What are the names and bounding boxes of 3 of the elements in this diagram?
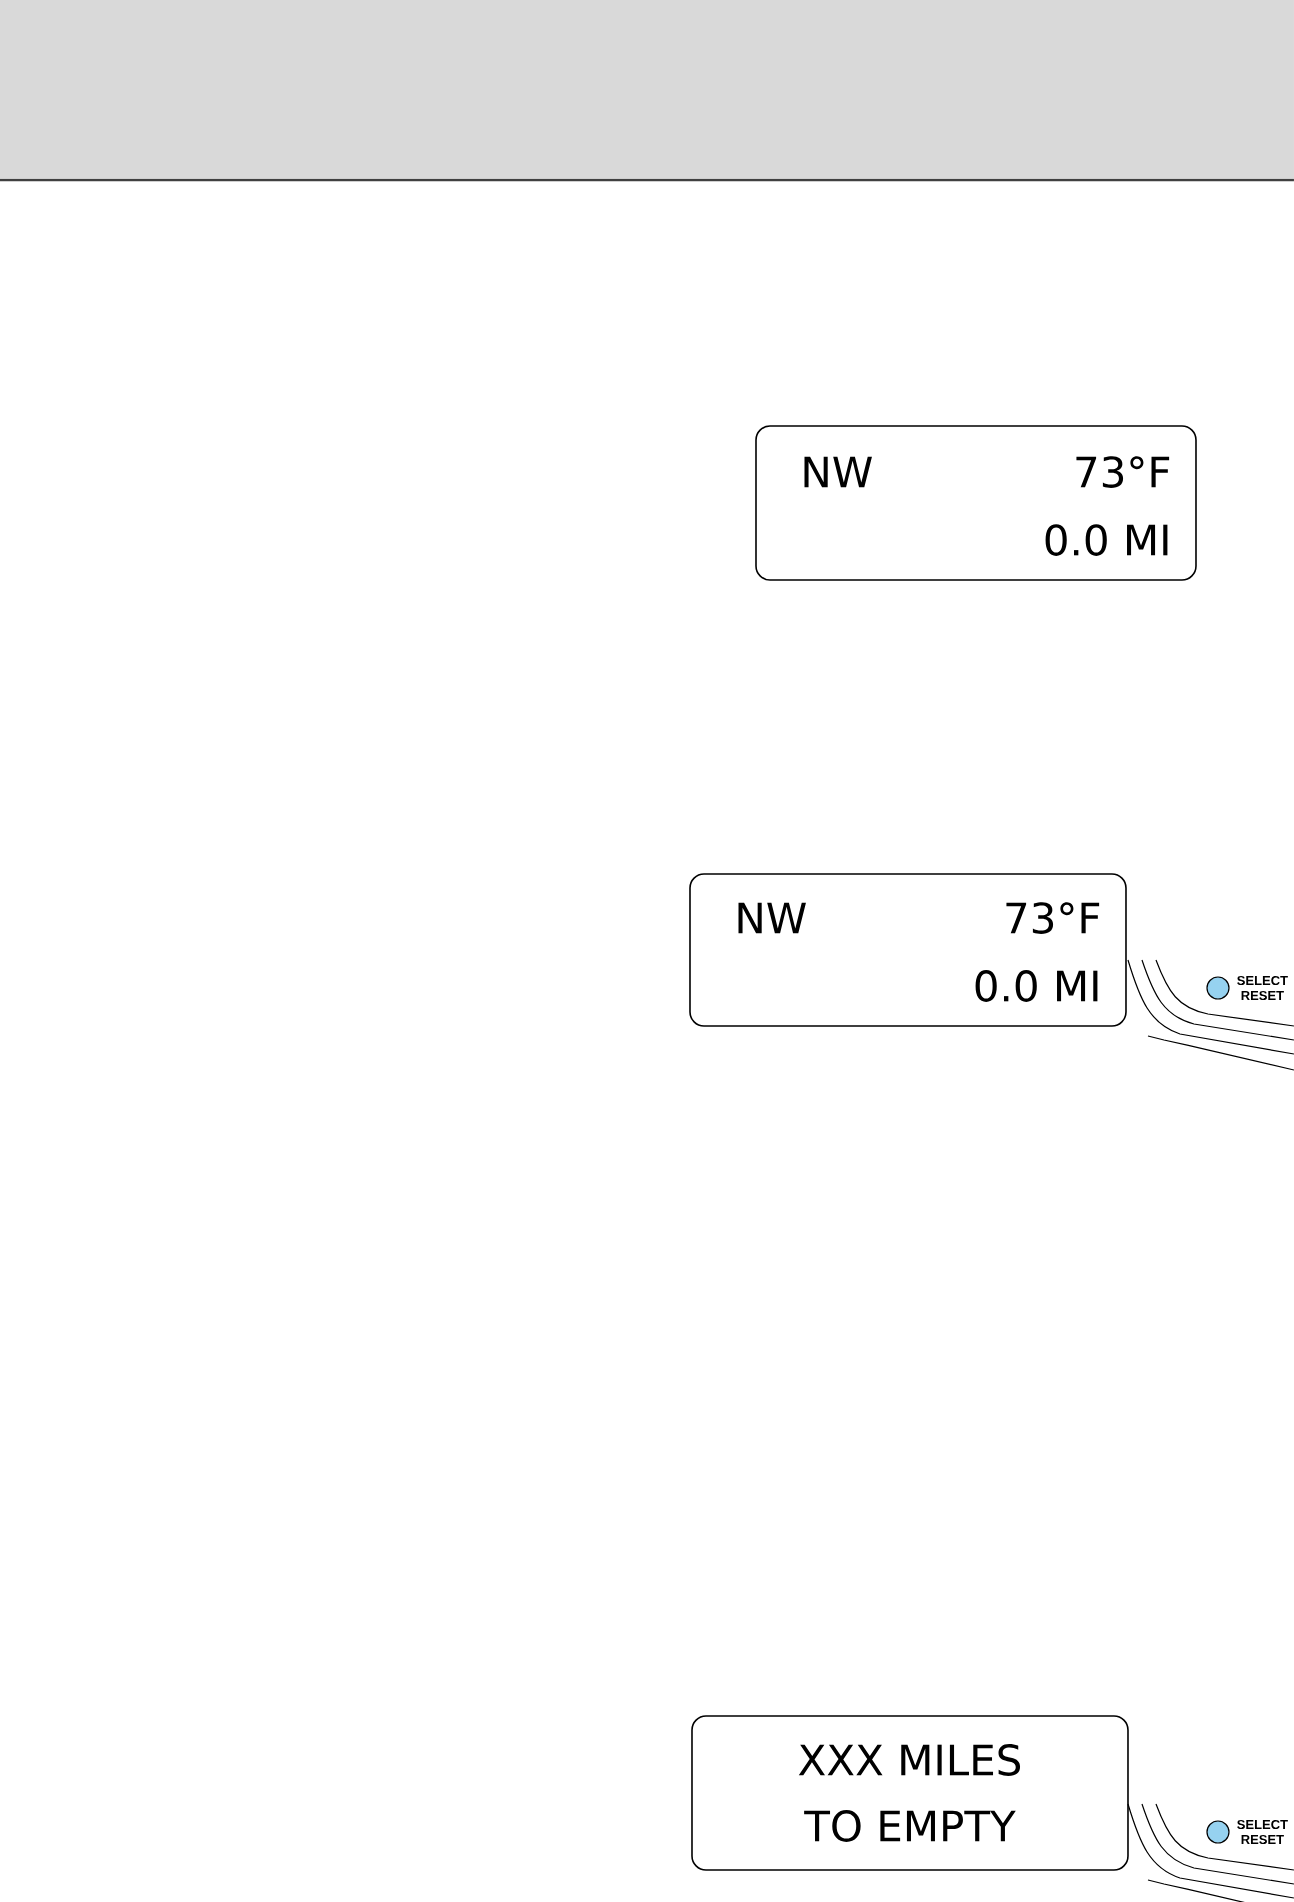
lcd-display: NW 73°F 0.0 MI [755,425,1197,581]
lcd-display: XXX MILES TO EMPTY [691,1715,1129,1871]
lcd-display: NW 73°F 0.0 MI [689,873,1127,1027]
